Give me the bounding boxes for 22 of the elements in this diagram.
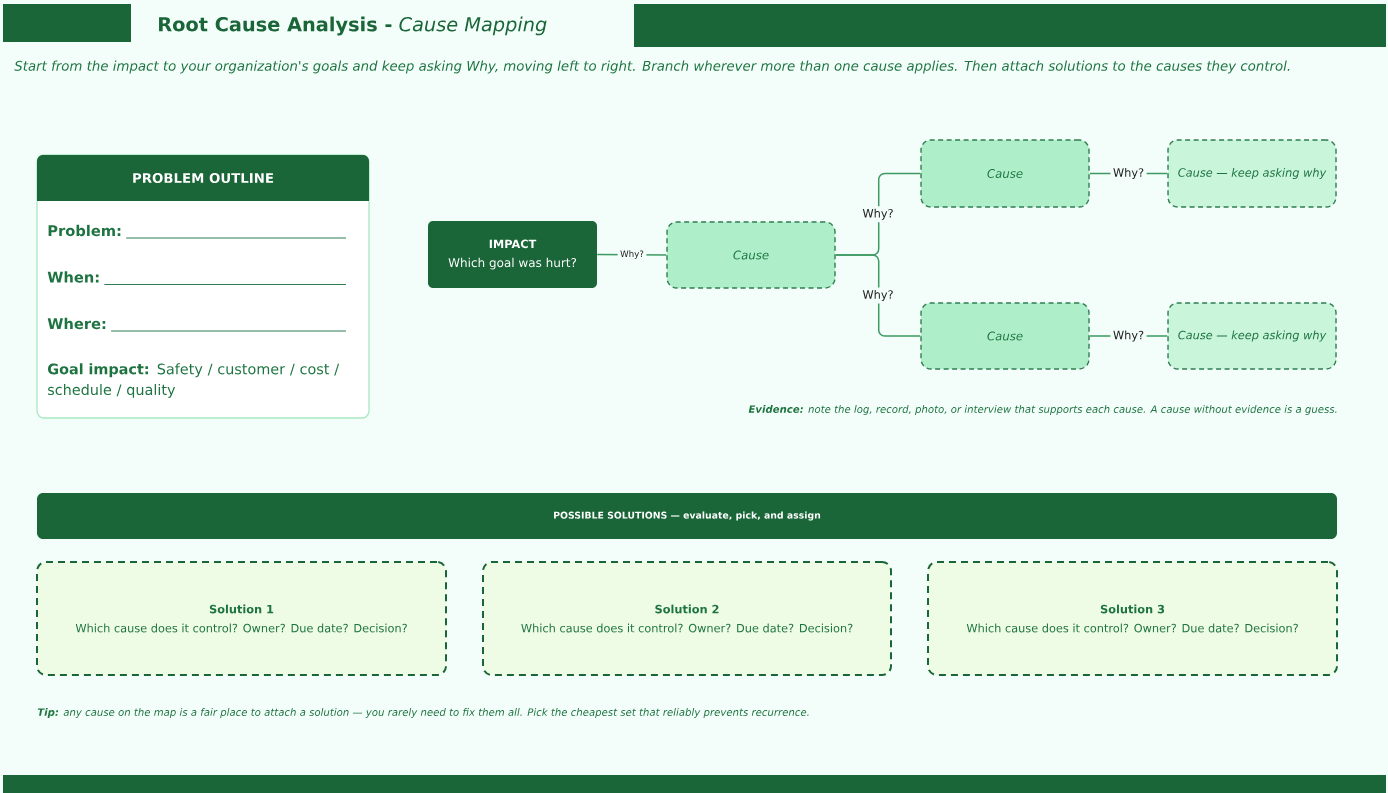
connector xyxy=(834,254,922,337)
field-label: Where: xyxy=(47,317,106,330)
cause-box: Cause — keep asking why xyxy=(1167,139,1337,208)
edge-label: Why? xyxy=(859,206,897,223)
solution-box: Solution 1 Which cause does it control? Owner? Due date? Decision? xyxy=(36,561,447,676)
cause-box: Cause xyxy=(920,302,1090,370)
impact-box: IMPACT Which goal was hurt? xyxy=(428,221,597,288)
field-label: Problem: xyxy=(48,224,121,237)
evidence-note: Evidence: note the log, record, photo, or interview that supports each cause. A cause without evidence is a guess. xyxy=(748,405,1337,415)
cause-box: Cause — keep asking why xyxy=(1167,302,1337,370)
edge-label: Why? xyxy=(1110,328,1147,344)
cause-box: Cause xyxy=(920,139,1090,208)
panel-header: PROBLEM OUTLINE xyxy=(37,155,369,201)
goal-impact-text: Goal impact: Safety / customer / cost / schedule / quality xyxy=(48,363,340,398)
solution-box: Solution 3 Which cause does it control? Owner? Due date? Decision? xyxy=(927,561,1338,676)
tip-note: Tip: any cause on the map is a fair place to attach a solution — you rarely need to fix them all. Pick the cheapest set that reliably prevents recurrence. xyxy=(37,708,809,718)
field-label: When: xyxy=(47,271,99,283)
instruction-text: Start from the impact to your organization's goals and keep asking Why, moving left to right. Branch wherever more than one cause applies. Then attach solutions to the causes they control. xyxy=(14,60,1290,74)
cause-box: Cause xyxy=(666,221,836,289)
section-band: POSSIBLE SOLUTIONS — evaluate, pick, and assign xyxy=(37,493,1337,539)
title: Root Cause Analysis - Cause Mapping xyxy=(159,16,547,36)
solution-box: Solution 2 Which cause does it control? Owner? Due date? Decision? xyxy=(482,561,892,676)
